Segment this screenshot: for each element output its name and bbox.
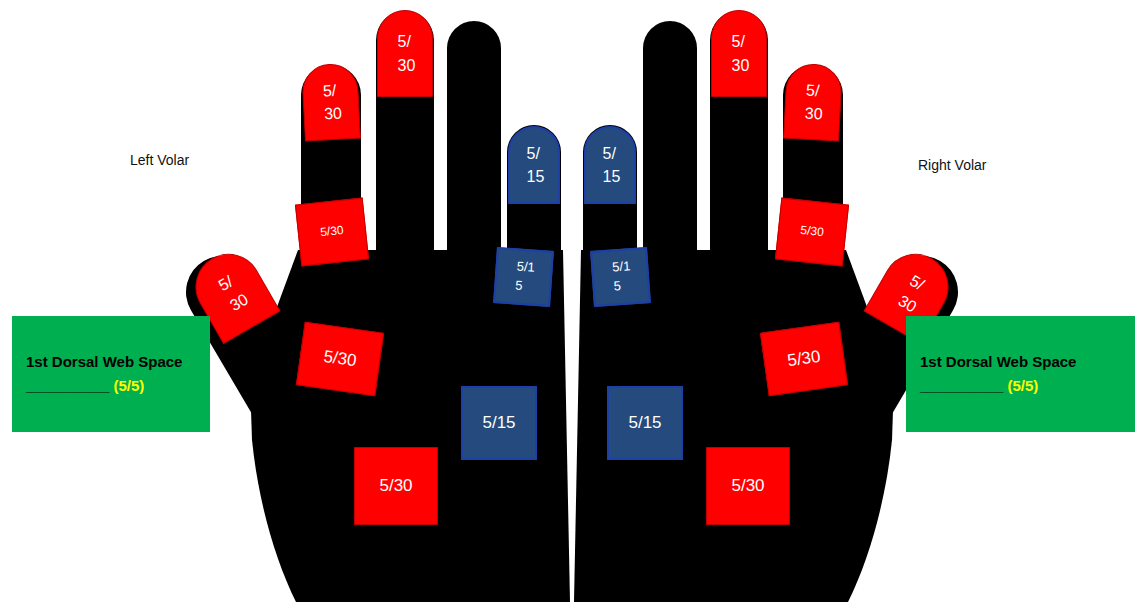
right-hand	[574, 40, 922, 602]
thumb-base-patch: 5/30	[296, 322, 384, 397]
score-line: __________(5/5)	[26, 374, 144, 398]
thumb-base-patch: 5/30	[760, 322, 848, 397]
hand-side-label: Left Volar	[130, 152, 189, 168]
hand-side-label: Right Volar	[918, 157, 986, 173]
web-space-box: 1st Dorsal Web Space__________(5/5)	[12, 316, 210, 432]
finger-patch: 5/15	[590, 247, 651, 307]
score-value: (5/5)	[1007, 377, 1038, 394]
score-text: 5/30	[804, 78, 825, 125]
box-heading: 1st Dorsal Web Space	[26, 350, 182, 374]
palm-patch: 5/15	[607, 386, 683, 460]
score-text: 5/15	[515, 258, 537, 297]
score-text: 5/15	[628, 411, 661, 436]
blank-line: __________	[920, 377, 1003, 394]
score-text: 5/15	[612, 257, 634, 296]
finger-patch: 5/30	[295, 198, 369, 267]
palm-patch: 5/30	[706, 447, 790, 525]
fingertip-patch: 5/15	[508, 126, 560, 204]
fingertip-patch: 5/30	[301, 63, 361, 142]
fingertip-patch: 5/15	[584, 126, 636, 204]
score-text: 5/30	[894, 269, 934, 319]
score-text: 5/30	[732, 30, 751, 76]
score-text: 5/30	[731, 474, 764, 499]
score-value: (5/5)	[113, 377, 144, 394]
web-space-box: 1st Dorsal Web Space__________(5/5)	[906, 316, 1135, 432]
box-heading: 1st Dorsal Web Space	[920, 350, 1076, 374]
score-text: 5/15	[527, 142, 546, 188]
score-text: 5/30	[319, 222, 344, 242]
score-text: 5/30	[398, 30, 417, 76]
palm-patch: 5/15	[461, 386, 537, 460]
right-hand-group	[574, 40, 922, 602]
finger-patch: 5/15	[493, 247, 554, 307]
score-text: 5/30	[214, 267, 254, 317]
score-line: __________(5/5)	[920, 374, 1038, 398]
fingertip-patch: 5/30	[377, 10, 433, 97]
fingertip-patch: 5/30	[711, 10, 767, 97]
fingertip-patch: 5/30	[783, 63, 843, 142]
blank-line: __________	[26, 377, 109, 394]
left-hand	[222, 40, 570, 602]
finger-patch: 5/30	[775, 198, 849, 267]
score-text: 5/30	[799, 222, 824, 242]
score-text: 5/30	[786, 344, 822, 373]
score-text: 5/30	[322, 78, 343, 125]
score-text: 5/15	[603, 142, 622, 188]
score-text: 5/15	[482, 411, 515, 436]
score-text: 5/30	[379, 474, 412, 499]
score-text: 5/30	[322, 344, 358, 373]
palm-patch: 5/30	[354, 447, 438, 525]
